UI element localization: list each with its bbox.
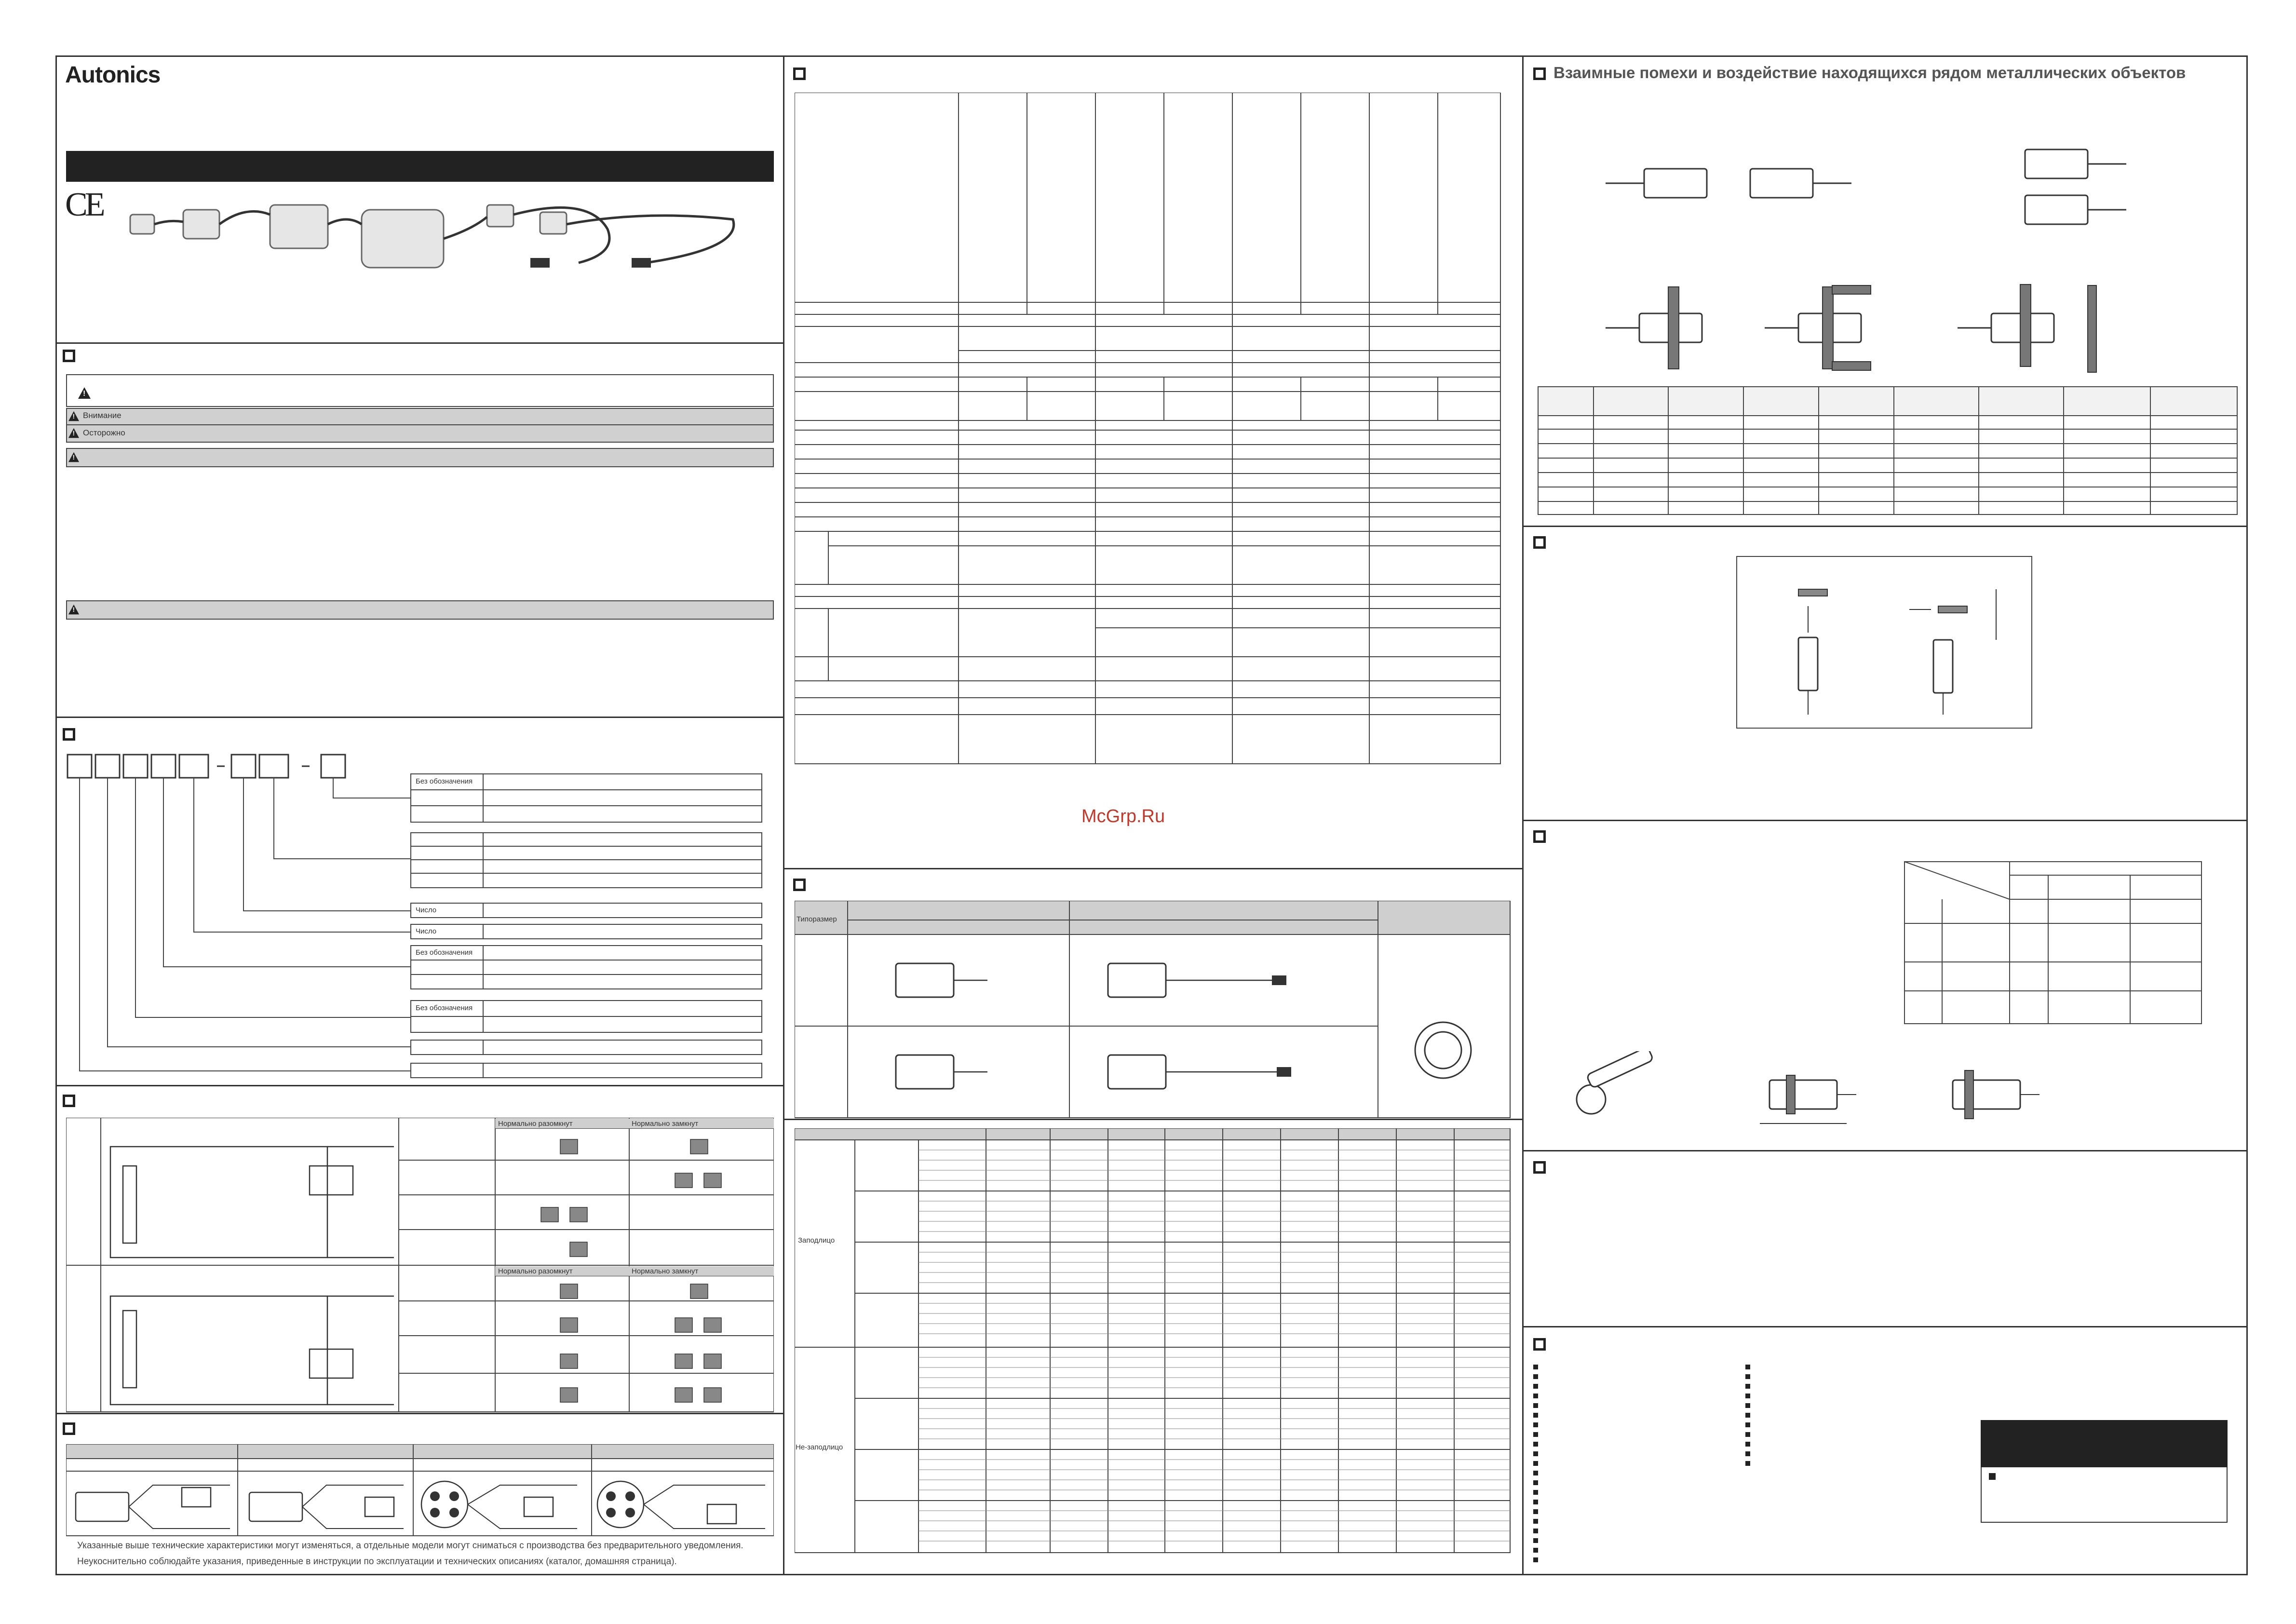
section-marker-sensing (1533, 536, 1546, 549)
sensing-distance-table (795, 1128, 1511, 1553)
ordering-no-mark-3: Без обозначения (416, 1004, 473, 1012)
warning-icon (78, 387, 91, 399)
product-list-bullets (1533, 1365, 1750, 1562)
section-marker-ordering (63, 728, 75, 741)
caution-label: Осторожно (83, 428, 125, 437)
section-marker-output (63, 1095, 75, 1107)
attention-heading-bar (66, 448, 774, 467)
cautions-panel-divider (1522, 1326, 2248, 1327)
attention-warning-icon (68, 411, 80, 421)
output-nc-label-2: Нормально замкнут (632, 1267, 699, 1275)
title-bar (66, 151, 774, 182)
attention-label: Внимание (83, 411, 122, 420)
section-marker-safety (63, 350, 75, 362)
section-marker-connections (63, 1422, 75, 1435)
contact-header (1981, 1420, 2228, 1467)
caution-heading-bar (66, 600, 774, 620)
caution-heading-icon (68, 604, 80, 615)
shielded-label: Заподлицо (798, 1236, 835, 1245)
specs-panel-divider (783, 868, 1524, 869)
section-marker-dimensions (793, 879, 806, 891)
safety-box (66, 374, 774, 407)
product-photo (129, 204, 735, 269)
section-marker-specs (793, 68, 806, 80)
dimensions-size-header: Типоразмер (797, 915, 837, 923)
column-right (1522, 55, 2248, 1575)
safety-panel-divider (55, 717, 784, 718)
brand-logo: Autonics (65, 62, 161, 88)
ordering-number-2: Число (416, 927, 437, 935)
specifications-table (795, 93, 1501, 764)
mounting-panel-divider (1522, 1150, 2248, 1151)
interference-diagram (1538, 149, 2238, 515)
section-marker-interference (1533, 68, 1546, 80)
watermark: McGrp.Ru (1081, 806, 1165, 826)
ordering-number-1: Число (416, 906, 437, 914)
ordering-code-diagram (67, 754, 762, 1078)
footer-line-2: Неукоснительно соблюдайте указания, прив… (77, 1556, 677, 1567)
header-panel-divider (55, 342, 784, 344)
attention-row (66, 408, 774, 425)
output-no-label-1: Нормально разомкнут (498, 1120, 573, 1128)
interference-title: Взаимные помехи и воздействие находящихс… (1553, 64, 2186, 81)
sensing-panel-divider (1522, 820, 2248, 821)
footer-line-1: Указанные выше технические характеристик… (77, 1541, 743, 1551)
section-marker-products (1533, 1338, 1546, 1351)
mounting-illustrations (1576, 1051, 2039, 1124)
interference-panel-divider (1522, 526, 2248, 527)
unshielded-label: Не-заподлицо (796, 1443, 843, 1451)
mounting-table (1904, 861, 2202, 1024)
output-nc-label-1: Нормально замкнут (632, 1120, 699, 1128)
dimensions-panel-divider (783, 1119, 1524, 1120)
sensing-distance-diagram (1736, 556, 2032, 729)
section-marker-cautions (1533, 1161, 1546, 1174)
ordering-no-mark-1: Без обозначения (416, 777, 473, 785)
caution-row (66, 425, 774, 443)
attention-heading-icon (68, 452, 80, 462)
dimensions-diagram (795, 901, 1511, 1118)
ordering-panel-divider (55, 1085, 784, 1086)
output-circuit-diagram (66, 1118, 774, 1412)
section-marker-mounting (1533, 830, 1546, 843)
output-panel-divider (55, 1413, 784, 1414)
contact-bullet-icon (1989, 1473, 1996, 1480)
output-no-label-2: Нормально разомкнут (498, 1267, 573, 1275)
contact-box (1981, 1467, 2228, 1523)
ce-mark: CE (65, 186, 105, 223)
caution-warning-icon (68, 428, 80, 438)
connections-diagram (66, 1444, 774, 1536)
ordering-no-mark-2: Без обозначения (416, 948, 473, 957)
